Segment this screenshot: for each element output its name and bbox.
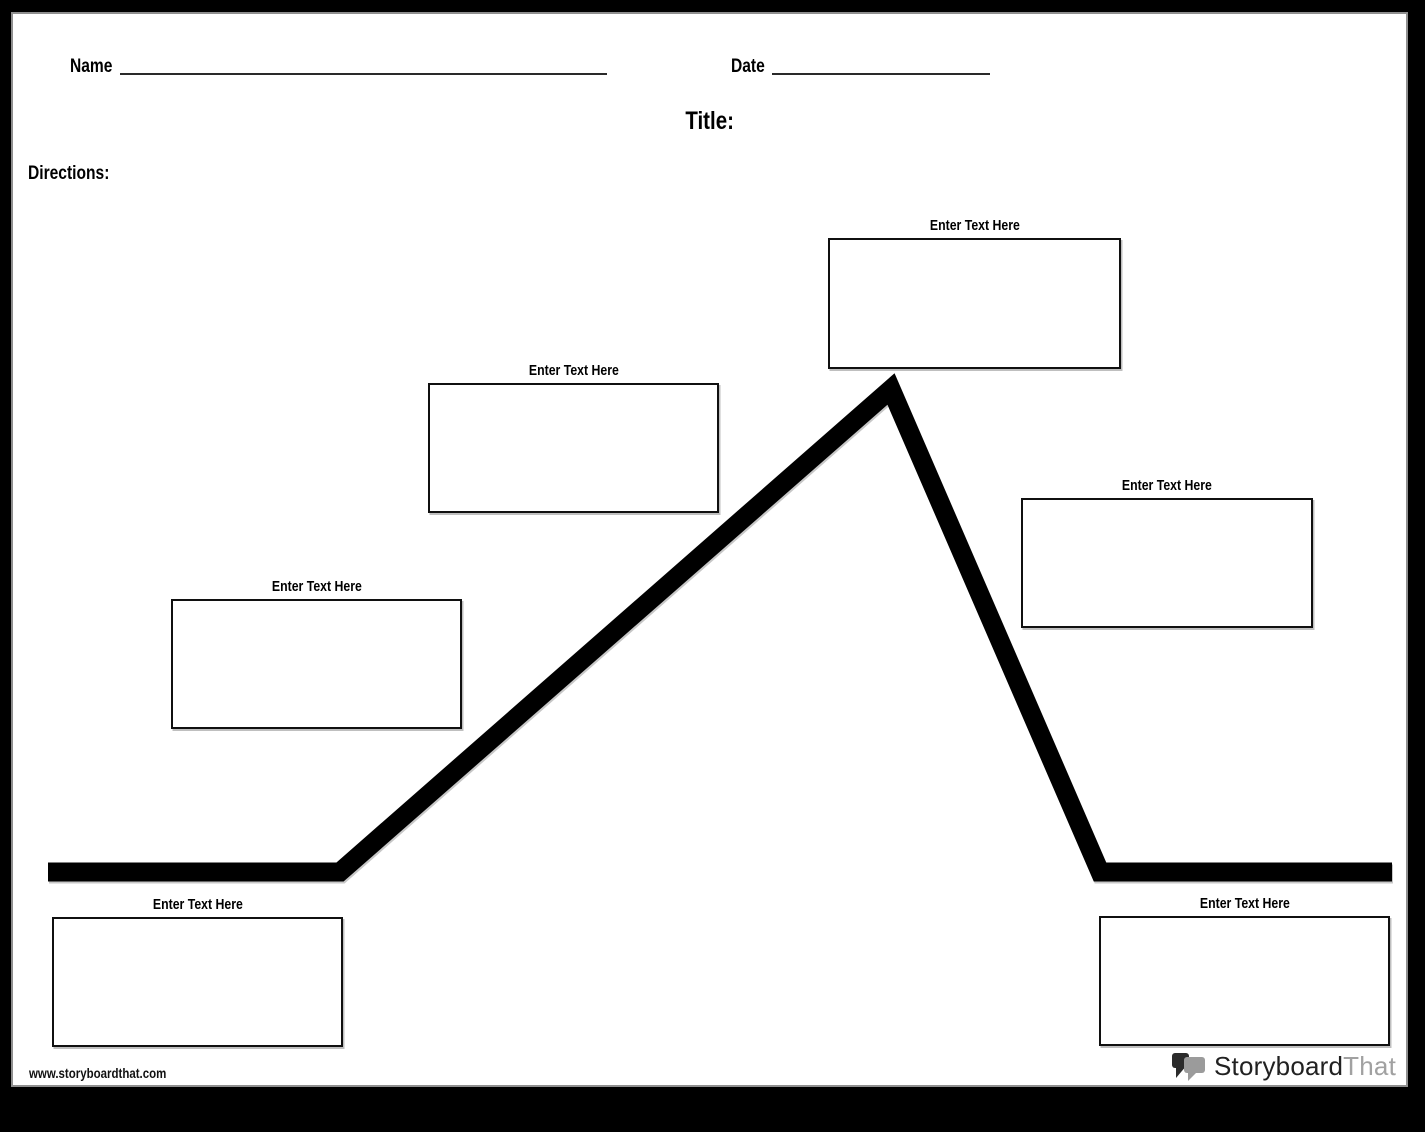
website-url: www.storyboardthat.com	[29, 1065, 167, 1081]
name-label: Name	[70, 56, 122, 78]
logo-wordmark-primary: Storyboard	[1213, 1051, 1344, 1081]
storyboardthat-logo[interactable]: StoryboardThat	[1171, 1050, 1396, 1083]
logo-wordmark: StoryboardThat	[1214, 1051, 1396, 1082]
plot-box-rising-action-1-field[interactable]	[171, 599, 462, 729]
plot-box-rising-action-1: Enter Text Here	[171, 579, 462, 729]
title-label: Title:	[13, 107, 1406, 136]
plot-box-resolution-field[interactable]	[1099, 916, 1390, 1046]
plot-box-exposition-field[interactable]	[52, 917, 343, 1047]
plot-box-rising-action-1-label: Enter Text Here	[271, 578, 362, 595]
plot-box-rising-action-2-label: Enter Text Here	[528, 362, 619, 379]
plot-box-rising-action-2: Enter Text Here	[428, 363, 719, 513]
name-input-line[interactable]	[120, 58, 607, 75]
plot-box-resolution: Enter Text Here	[1099, 896, 1390, 1046]
directions-label-text: Directions:	[28, 163, 110, 184]
directions-label: Directions:	[28, 163, 127, 185]
name-label-text: Name	[70, 56, 113, 77]
plot-arc-polyline	[48, 373, 1392, 882]
date-input-line[interactable]	[772, 58, 990, 75]
plot-arc-line	[48, 373, 1392, 882]
plot-box-falling-action-label: Enter Text Here	[1121, 477, 1212, 494]
plot-box-exposition: Enter Text Here	[52, 897, 343, 1047]
logo-wordmark-secondary: That	[1343, 1051, 1396, 1081]
plot-box-resolution-label: Enter Text Here	[1199, 895, 1290, 912]
plot-box-exposition-label: Enter Text Here	[152, 896, 243, 913]
speech-bubbles-icon	[1171, 1053, 1205, 1081]
plot-box-falling-action: Enter Text Here	[1021, 478, 1313, 628]
title-label-text: Title:	[685, 107, 734, 135]
worksheet-page: Name Date Title: Directions: Enter Text …	[11, 12, 1408, 1087]
plot-box-rising-action-2-field[interactable]	[428, 383, 719, 513]
plot-box-falling-action-field[interactable]	[1021, 498, 1313, 628]
date-label-text: Date	[731, 56, 765, 77]
date-label: Date	[731, 56, 772, 78]
plot-box-climax: Enter Text Here	[828, 218, 1121, 369]
plot-box-climax-field[interactable]	[828, 238, 1121, 369]
plot-box-climax-label: Enter Text Here	[929, 217, 1020, 234]
